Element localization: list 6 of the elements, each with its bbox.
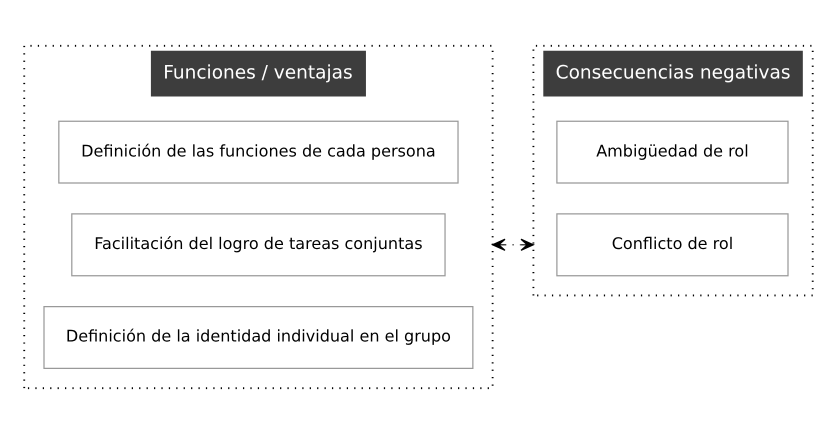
arrow [492,238,534,250]
node-box: Conflicto de rol [556,212,788,276]
node-box: Facilitación del logro de tareas conjuntas [70,212,446,276]
node-box: Ambigüedad de rol [556,120,788,184]
node-box: Definición de las funciones de cada persona [58,120,458,184]
node-box: Definición de la identidad individual en el grupo [42,305,473,369]
